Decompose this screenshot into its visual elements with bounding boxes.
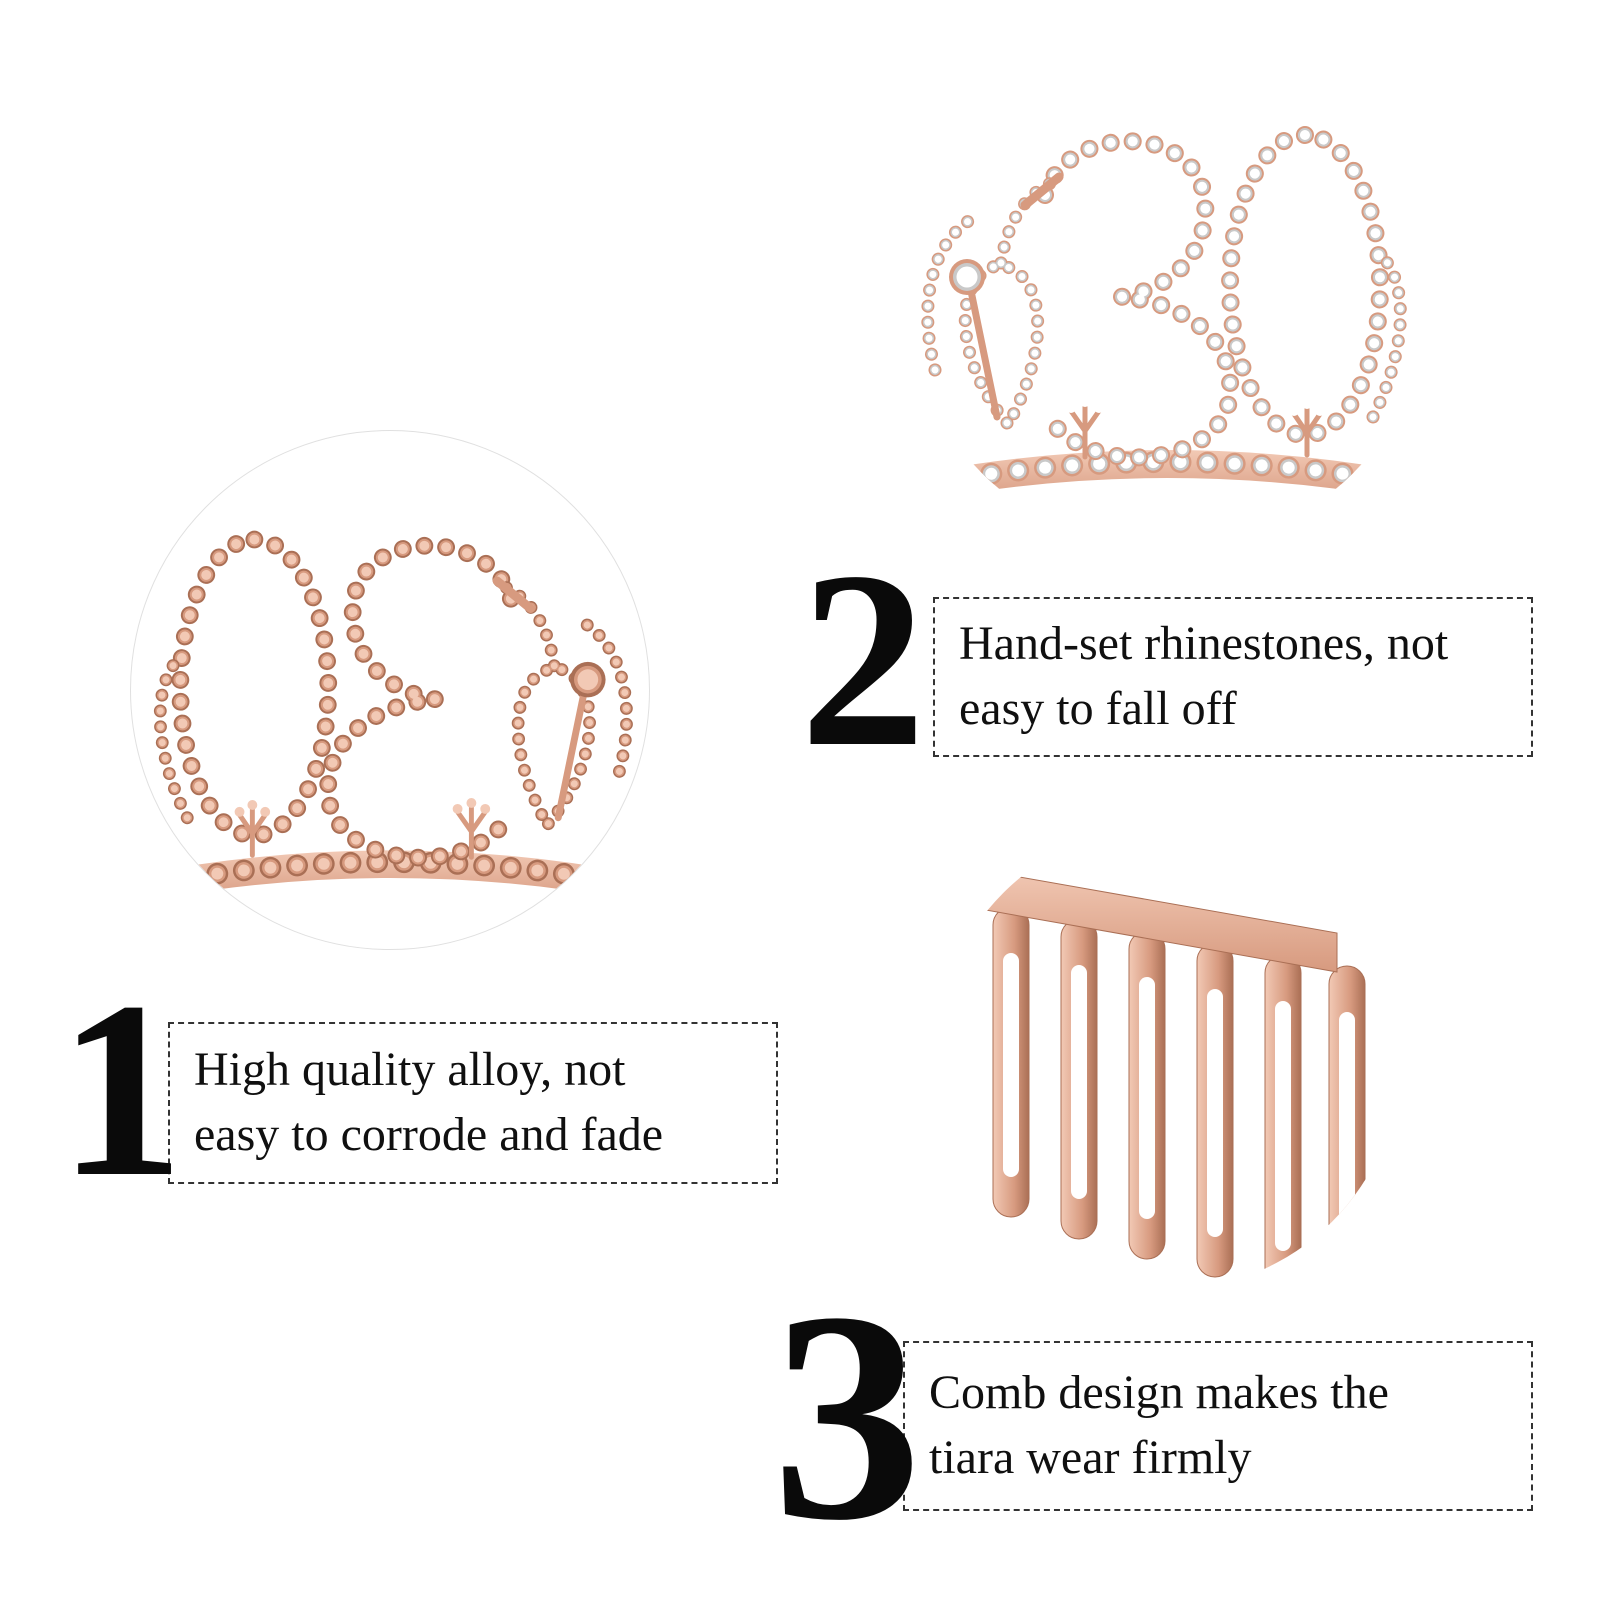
feature-1-text: High quality alloy, not easy to corrode … <box>194 1043 664 1161</box>
feature-1-number: 1 <box>58 949 184 1229</box>
comb-teeth <box>992 906 1366 1290</box>
feature-1-text-box: High quality alloy, not easy to corrode … <box>168 1022 778 1184</box>
photo-circle-tiara-front <box>905 25 1430 550</box>
feature-2-text-box: Hand-set rhinestones, not easy to fall o… <box>933 597 1533 757</box>
tiara-back-30-rose-gold-photo <box>131 431 649 949</box>
feature-2-text: Hand-set rhinestones, not easy to fall o… <box>959 617 1449 735</box>
feature-3-number: 3 <box>772 1250 922 1582</box>
photo-circle-tiara-comb <box>935 825 1400 1290</box>
tiara-front-30-rhinestone-photo <box>905 25 1430 550</box>
photo-circle-tiara-back <box>130 430 650 950</box>
tiara-comb-photo <box>962 866 1366 1290</box>
feature-3-text: Comb design makes the tiara wear firmly <box>929 1366 1389 1484</box>
feature-2-number: 2 <box>800 519 926 799</box>
feature-3-text-box: Comb design makes the tiara wear firmly <box>903 1341 1533 1511</box>
